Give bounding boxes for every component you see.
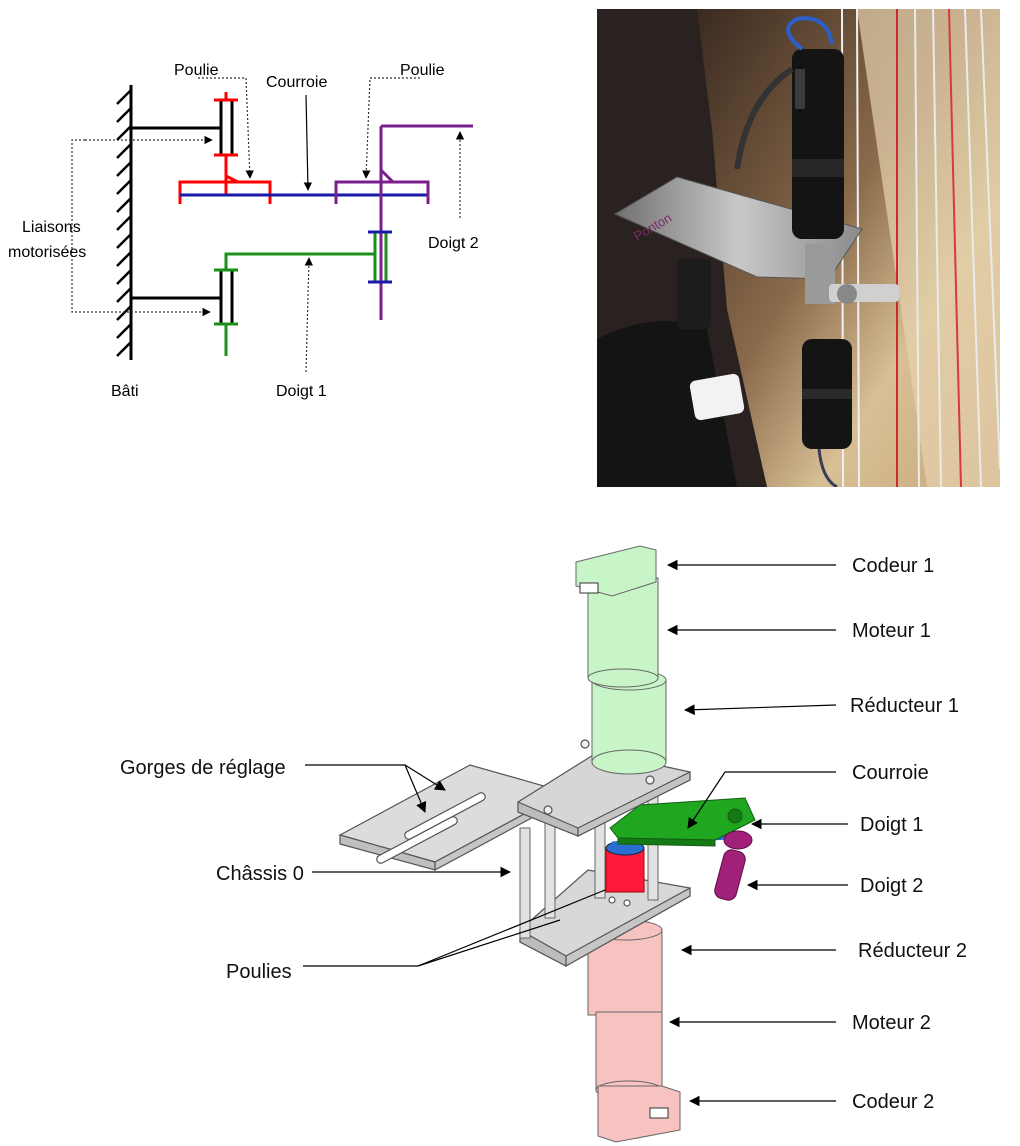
cad-red-pulley (605, 840, 645, 893)
cad-leader-lines (303, 559, 848, 1107)
cad-doigt1 (609, 797, 756, 847)
lower-pivot (214, 268, 238, 356)
label-courroie-cad: Courroie (852, 762, 929, 784)
pulley-right-doigt2 (334, 124, 473, 320)
label-courroie: Courroie (266, 74, 327, 91)
doigt1-link (224, 232, 377, 282)
pulley-left (178, 174, 272, 204)
label-doigt2-cad: Doigt 2 (860, 875, 923, 897)
label-liaisons-1: Liaisons (22, 219, 81, 236)
label-doigt1: Doigt 1 (276, 383, 327, 400)
label-bati: Bâti (111, 383, 139, 400)
label-liaisons-2: motorisées (8, 244, 86, 261)
label-poulie-left: Poulie (174, 62, 219, 79)
courroie-arrow (303, 94, 313, 191)
cad-doigt2 (714, 830, 753, 901)
label-codeur1: Codeur 1 (852, 555, 934, 577)
label-poulie-right: Poulie (400, 62, 445, 79)
prototype-photo: Ponton (597, 9, 1000, 487)
kinematic-schematic: Poulie Courroie Poulie Liaisons motorisé… (8, 62, 479, 400)
label-gorges: Gorges de réglage (120, 757, 286, 779)
frame-ground (116, 85, 220, 360)
label-poulies: Poulies (226, 961, 292, 983)
middle-pivot (368, 230, 392, 284)
upper-pivot (214, 92, 238, 182)
cad-motor2 (587, 919, 681, 1143)
label-chassis: Châssis 0 (216, 863, 304, 885)
label-moteur1: Moteur 1 (852, 620, 931, 642)
photo-plate (613, 176, 863, 280)
cad-motor1 (575, 545, 667, 775)
leader-lines (71, 77, 465, 373)
label-moteur2: Moteur 2 (852, 1012, 931, 1034)
label-doigt1-cad: Doigt 1 (860, 814, 923, 836)
label-reducteur2: Réducteur 2 (858, 940, 967, 962)
label-doigt2: Doigt 2 (428, 235, 479, 252)
label-codeur2: Codeur 2 (852, 1091, 934, 1113)
label-reducteur1: Réducteur 1 (850, 695, 959, 717)
cad-assembly: Codeur 1 Moteur 1 Réducteur 1 Gorges de … (120, 545, 967, 1143)
